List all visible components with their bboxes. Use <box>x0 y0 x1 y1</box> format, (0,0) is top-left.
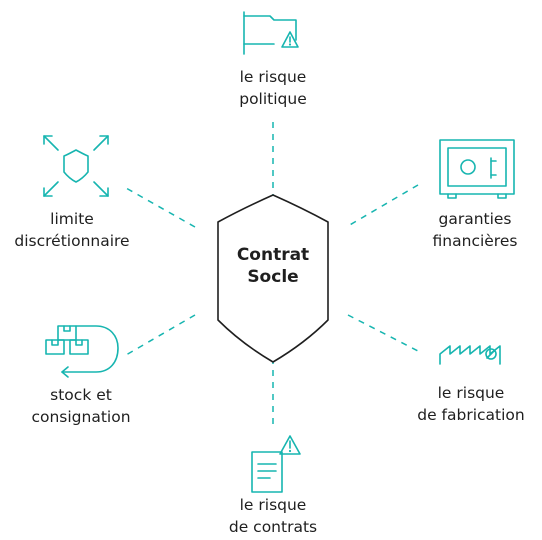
label-contracts-line1: le risque <box>239 496 307 514</box>
label-discretionary: limite discrétionnaire <box>2 208 142 252</box>
center-title-line1: Contrat <box>236 245 310 265</box>
center-title: Contrat Socle <box>213 244 333 288</box>
safe-icon <box>439 139 515 199</box>
label-manufacturing-line2: de fabrication <box>417 406 525 424</box>
label-political-line2: politique <box>239 90 307 108</box>
label-stock: stock et consignation <box>16 384 146 428</box>
connector-manufacturing <box>347 314 421 353</box>
label-discretionary-line2: discrétionnaire <box>14 232 130 250</box>
boxes-icon <box>45 325 119 378</box>
label-stock-line2: consignation <box>31 408 131 426</box>
label-discretionary-line1: limite <box>50 210 94 228</box>
document-warning-icon <box>251 435 301 493</box>
label-financial-line2: financières <box>432 232 518 250</box>
center-title-line2: Socle <box>247 267 299 287</box>
label-manufacturing-line1: le risque <box>437 384 505 402</box>
label-political-line1: le risque <box>239 68 307 86</box>
connector-stock <box>125 314 196 356</box>
label-stock-line1: stock et <box>50 386 112 404</box>
flag-warning-icon <box>243 11 299 55</box>
factory-icon <box>439 345 501 365</box>
label-financial-line1: garanties <box>438 210 512 228</box>
label-financial: garanties financières <box>415 208 535 252</box>
label-contracts: le risque de contrats <box>213 494 333 538</box>
shield-arrows-icon <box>43 135 109 197</box>
label-contracts-line2: de contrats <box>228 518 318 536</box>
connector-discretionary <box>125 187 196 228</box>
connector-financial <box>347 184 419 227</box>
label-political: le risque politique <box>213 66 333 110</box>
label-manufacturing: le risque de fabrication <box>400 382 542 426</box>
